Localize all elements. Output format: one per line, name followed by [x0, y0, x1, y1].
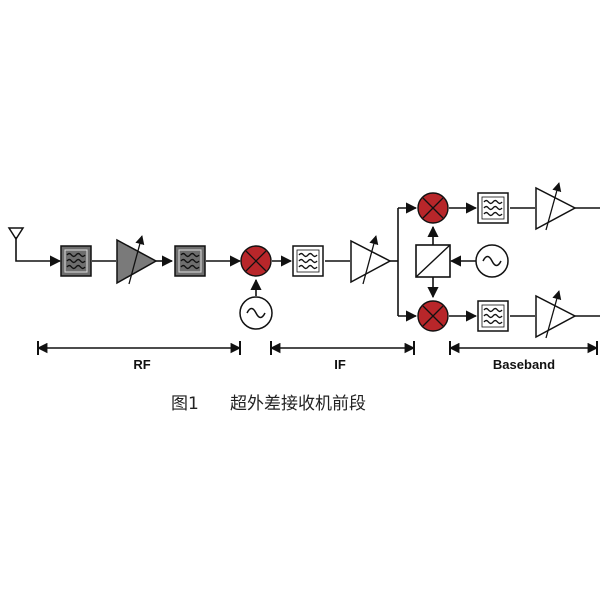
baseband-q-amplifier	[535, 290, 577, 339]
baseband-i-amplifier	[535, 182, 577, 231]
local-oscillator-2	[475, 244, 509, 278]
section-rf: RF	[36, 341, 242, 372]
figure-caption: 图1 超外差接收机前段	[171, 394, 366, 414]
section-label-if: IF	[334, 357, 346, 372]
signal-wires	[15, 202, 600, 322]
rf-mixer	[240, 245, 272, 277]
rf-filter-1	[60, 245, 92, 277]
section-baseband: Baseband	[448, 341, 599, 372]
local-oscillator-1	[239, 296, 273, 330]
rf-filter-2	[174, 245, 206, 277]
i-mixer	[417, 192, 449, 224]
section-label-baseband: Baseband	[493, 357, 555, 372]
if-filter	[292, 245, 324, 277]
baseband-i-filter	[477, 192, 509, 224]
caption-title: 超外差接收机前段	[230, 394, 366, 414]
if-amplifier	[350, 235, 392, 285]
section-if: IF	[269, 341, 416, 372]
q-mixer	[417, 300, 449, 332]
caption-number: 图1	[171, 394, 199, 414]
antenna-icon	[7, 227, 25, 241]
baseband-q-filter	[477, 300, 509, 332]
phase-splitter-icon	[415, 244, 451, 278]
section-label-rf: RF	[133, 357, 150, 372]
rf-lna-amplifier	[116, 235, 158, 285]
